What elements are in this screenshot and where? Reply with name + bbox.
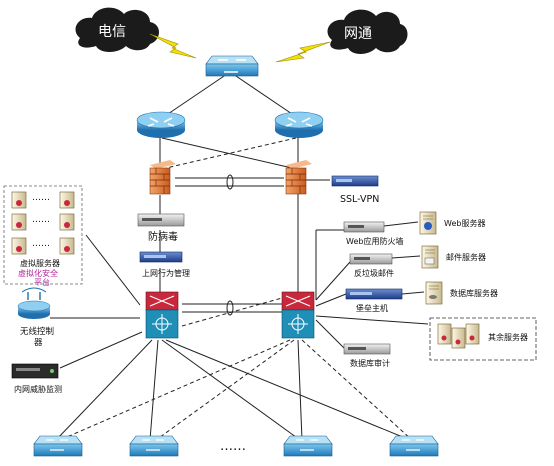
other-servers-label: 其余服务器 (488, 332, 528, 342)
db-server-label: 数据库服务器 (450, 288, 498, 298)
ssl-vpn-label: SSL-VPN (340, 194, 379, 205)
cloud-telecom: 电信 (75, 7, 159, 53)
bastion-host-icon (345, 288, 403, 300)
virtual-security-label-2: 平台 (34, 277, 50, 287)
web-server-label: Web服务器 (444, 218, 485, 228)
other-server-icon (437, 323, 452, 345)
access-switch-icon (129, 435, 179, 457)
vm-dots-row3: …… (32, 239, 50, 249)
access-switch-icon (283, 435, 333, 457)
waf-label: Web应用防火墙 (346, 236, 403, 246)
db-server-icon (425, 281, 443, 305)
vm-dots-row1: …… (32, 193, 50, 203)
cloud-telecom-label: 电信 (98, 24, 126, 40)
firewall-left-icon (149, 160, 176, 195)
core-switch-right-icon (281, 291, 315, 339)
wireless-controller-icon (17, 287, 51, 319)
mail-server-icon (421, 245, 439, 269)
vm-server-icon (59, 237, 75, 255)
virtual-security-label-1: 虚拟化安全 (18, 268, 58, 278)
bastion-label: 堡垒主机 (356, 303, 388, 313)
other-server-icons (437, 323, 480, 349)
behavior-mgmt-appliance-icon (139, 251, 183, 263)
anti-spam-label: 反垃圾邮件 (354, 268, 394, 278)
router-left-icon (136, 111, 186, 138)
firewall-right-icon (285, 160, 312, 195)
anti-spam-appliance-icon (349, 253, 393, 265)
vm-server-icon (11, 191, 27, 209)
cloud-unicom-label: 网通 (344, 26, 372, 42)
access-switch-icon (389, 435, 439, 457)
intranet-threat-appliance-icon (11, 363, 59, 379)
vm-server-icons (11, 191, 75, 255)
core-switch-left-icon (145, 291, 179, 339)
connection-lines (50, 71, 429, 441)
db-audit-appliance-icon (343, 343, 391, 355)
cloud-unicom: 网通 (327, 9, 408, 55)
vm-server-icon (59, 213, 75, 231)
waf-appliance-icon (343, 221, 385, 233)
vm-server-icon (11, 237, 27, 255)
link-aggregation-marks (226, 174, 234, 316)
intranet-threat-label: 内网威胁监测 (14, 384, 62, 394)
other-server-icon (451, 327, 466, 349)
lightning-icon (149, 33, 331, 63)
vm-server-icon (11, 213, 27, 231)
virtual-platform-box (3, 185, 83, 285)
other-server-icon (465, 323, 480, 345)
wireless-controller-label-2: 器 (34, 338, 43, 348)
virtual-servers-label: 虚拟服务器 (20, 258, 60, 268)
access-switch-icon (33, 435, 83, 457)
wireless-controller-label-1: 无线控制 (20, 326, 54, 337)
access-dots: …… (220, 439, 246, 454)
antivirus-appliance-icon (137, 213, 185, 227)
top-switch-icon (205, 55, 259, 77)
vm-server-icon (59, 191, 75, 209)
web-server-icon (419, 211, 437, 235)
other-servers-box (429, 317, 537, 361)
ssl-vpn-device-icon (331, 175, 379, 187)
mail-server-label: 邮件服务器 (446, 252, 486, 262)
behavior-mgmt-label: 上网行为管理 (142, 268, 190, 278)
router-right-icon (274, 111, 324, 138)
antivirus-label: 防病毒 (148, 230, 178, 243)
db-audit-label: 数据库审计 (350, 358, 390, 368)
vm-dots-row2: …… (32, 215, 50, 225)
